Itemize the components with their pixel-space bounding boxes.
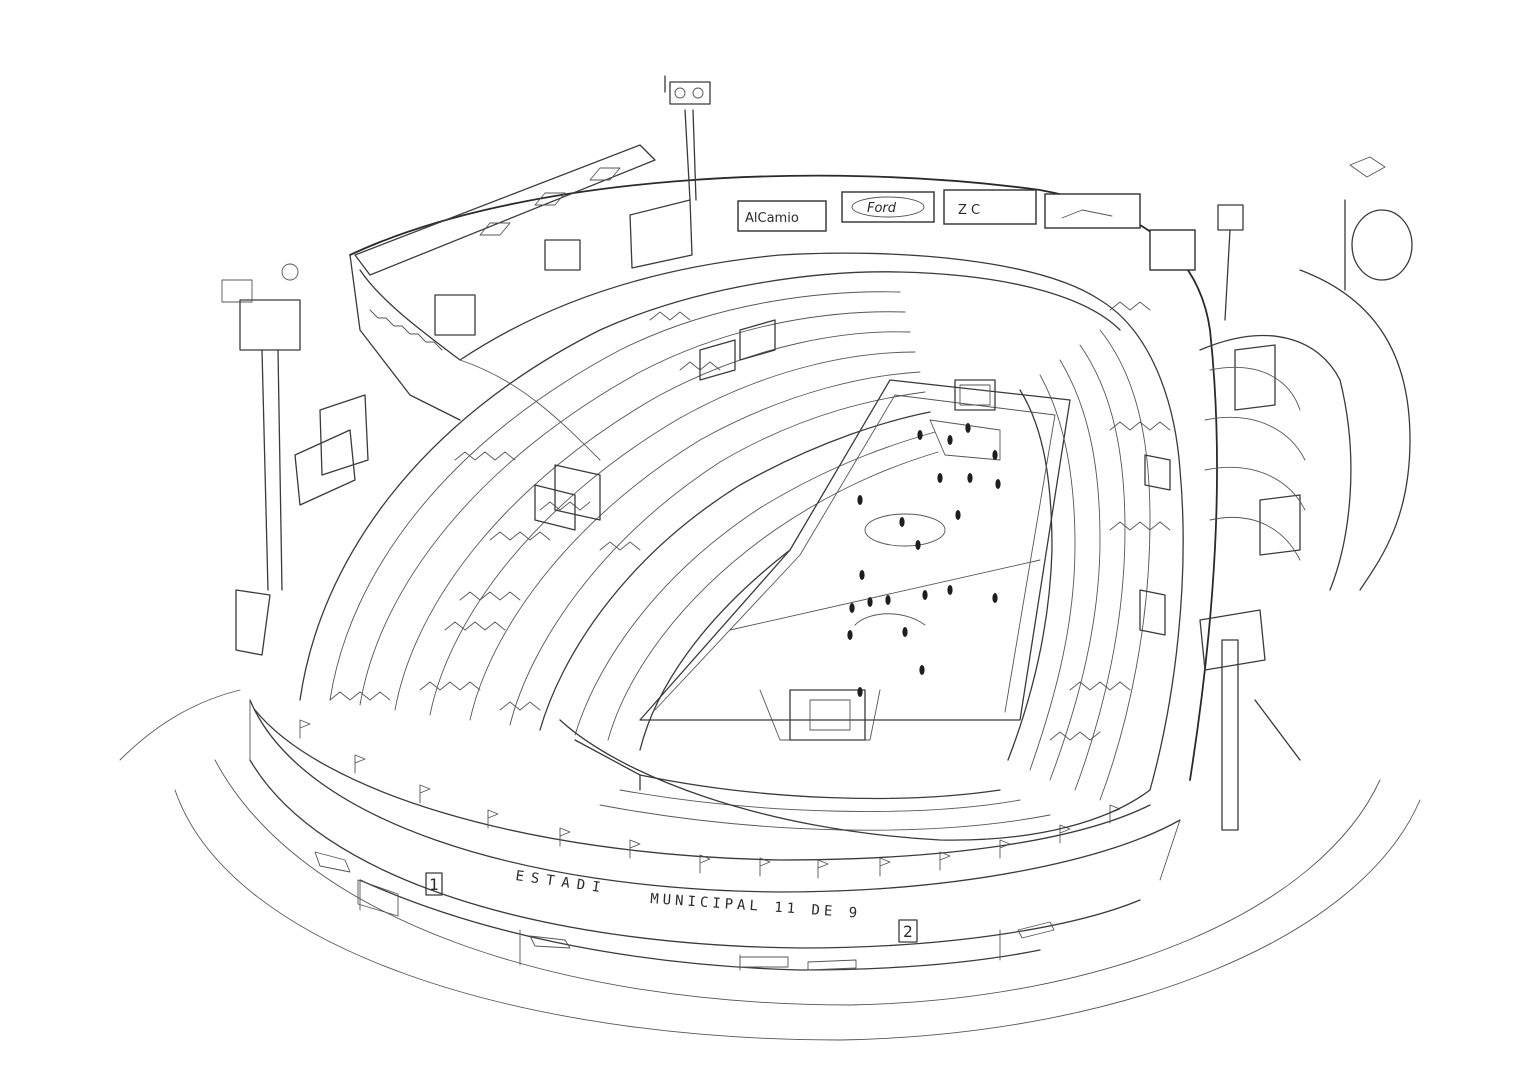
flag-icon (939, 851, 951, 871)
right-outer-structure (1199, 269, 1411, 671)
flag-icon (817, 859, 829, 879)
player-figure (919, 665, 925, 675)
gate-2-box (898, 919, 918, 943)
player-figure (867, 597, 873, 607)
sponsor-sign-2-text: Ford (867, 201, 897, 216)
sponsor-sign-3 (943, 189, 1037, 225)
player-figure (849, 603, 855, 613)
outer-ground-rings (119, 689, 1421, 1041)
satellite-dish-icon (1351, 209, 1413, 281)
player-figure (937, 473, 943, 483)
flag-icon (759, 857, 771, 877)
player-figure (992, 593, 998, 603)
gate-markers: 1 2 (425, 872, 918, 943)
gate-1-label: 1 (429, 875, 439, 894)
flag-icon (487, 809, 499, 829)
player-figure (917, 430, 923, 440)
player-figure (955, 510, 961, 520)
parapet-flags (254, 709, 1151, 879)
football-pitch (639, 379, 1071, 741)
player-figure (947, 585, 953, 595)
player-figure (885, 595, 891, 605)
flag-icon (299, 719, 311, 739)
stadium-name: ESTADI MUNICIPAL 11 DE 9 (514, 868, 861, 922)
players-group (847, 423, 1001, 697)
player-figure (847, 630, 853, 640)
flag-icon (354, 754, 366, 774)
flag-icon (419, 784, 431, 804)
sponsor-sign-1 (737, 200, 827, 232)
stadium-name-line2: MUNICIPAL 11 DE 9 (650, 891, 862, 922)
player-figure (857, 495, 863, 505)
floodlight-towers (221, 75, 1413, 831)
flag-icon (629, 839, 641, 859)
flag-icon (879, 857, 891, 877)
sponsor-signs: AlCamio Ford Z C (737, 189, 1196, 271)
sponsor-sign-3-text: Z C (958, 203, 980, 218)
player-figure (899, 517, 905, 527)
player-figure (915, 540, 921, 550)
player-figure (992, 450, 998, 460)
player-figure (902, 627, 908, 637)
player-figure (857, 687, 863, 697)
press-box (294, 144, 693, 506)
player-figure (967, 473, 973, 483)
sponsor-sign-1-text: AlCamio (745, 211, 799, 226)
player-figure (965, 423, 971, 433)
sponsor-sign-4 (1044, 193, 1141, 229)
player-figure (947, 435, 953, 445)
flag-icon (559, 827, 571, 847)
gate-1-box (425, 872, 443, 896)
sponsor-sign-5 (1149, 229, 1196, 271)
player-figure (922, 590, 928, 600)
gate-2-label: 2 (903, 922, 913, 941)
player-figure (995, 479, 1001, 489)
flag-icon (699, 854, 711, 874)
outer-facade (249, 699, 1181, 971)
flag-icon (999, 839, 1011, 859)
player-figure (859, 570, 865, 580)
